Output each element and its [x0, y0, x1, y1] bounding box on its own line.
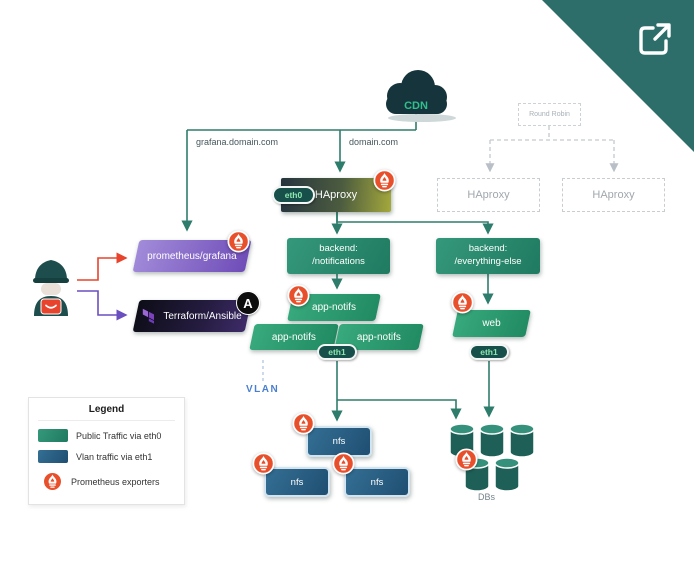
backend-everything-line2: /everything-else: [454, 256, 522, 267]
legend-label-public: Public Traffic via eth0: [76, 430, 162, 441]
terraform-icon: [143, 308, 155, 324]
nfs-node-2: nfs: [264, 467, 330, 497]
external-link-button[interactable]: [634, 20, 674, 65]
prometheus-exporter-icon: [227, 230, 250, 253]
dbs-label: DBs: [478, 492, 496, 502]
prometheus-exporter-icon: [252, 452, 275, 475]
terraform-ansible-label: Terraform/Ansible: [163, 310, 242, 322]
haproxy-standby-2: HAproxy: [562, 178, 665, 212]
legend-label-vlan: Vlan traffic via eth1: [76, 451, 153, 462]
legend: Legend Public Traffic via eth0 Vlan traf…: [28, 397, 185, 505]
prometheus-exporter-icon: [287, 284, 310, 307]
label-domain: domain.com: [349, 137, 399, 147]
edge-user-to-terraform: [77, 290, 128, 321]
web-label: web: [482, 318, 501, 329]
prometheus-exporter-icon: [451, 291, 474, 314]
edge-user-to-grafana: [77, 252, 128, 281]
haproxy-standby-1: HAproxy: [437, 178, 540, 212]
external-link-icon: [639, 23, 671, 55]
haproxy-main-label: HAproxy: [314, 189, 358, 201]
prometheus-exporter-icon: [455, 448, 478, 471]
edge-app-to-dbs: [337, 399, 462, 420]
vlan-traffic-swatch: [38, 450, 68, 463]
prometheus-exporter-icon: [373, 169, 396, 192]
terraform-ansible-node: Terraform/Ansible: [132, 300, 252, 332]
label-grafana-domain: grafana.domain.com: [196, 137, 279, 147]
backend-everything-else-node: backend: /everything-else: [436, 238, 540, 274]
app-notifs-label-2: app-notifs: [272, 331, 316, 343]
legend-item-prometheus: Prometheus exporters: [38, 471, 175, 492]
backend-everything-line1: backend:: [468, 243, 508, 255]
cdn-label: CDN: [404, 100, 428, 112]
public-traffic-swatch: [38, 429, 68, 442]
backend-notifications-line1: backend:: [319, 243, 358, 255]
backend-notifications-node: backend: /notifications: [287, 238, 390, 274]
ansible-glyph: A: [243, 295, 253, 311]
hacker-user-icon: [33, 260, 69, 316]
eth0-badge: eth0: [272, 186, 315, 204]
legend-label-prometheus: Prometheus exporters: [71, 476, 160, 487]
eth1-badge-web: eth1: [469, 344, 509, 360]
legend-item-vlan-traffic: Vlan traffic via eth1: [38, 450, 175, 463]
web-node: web: [452, 310, 531, 337]
app-notifs-label-3: app-notifs: [357, 331, 401, 343]
legend-title: Legend: [38, 404, 175, 421]
ansible-icon: A: [236, 291, 260, 315]
legend-item-public-traffic: Public Traffic via eth0: [38, 429, 175, 442]
eth1-badge-app: eth1: [317, 344, 357, 360]
prometheus-exporter-icon: [292, 412, 315, 435]
cdn-cloud-icon: CDN: [386, 70, 456, 122]
backend-notifications-line2: /notifications: [312, 256, 365, 267]
prometheus-exporter-icon: [42, 471, 63, 492]
nfs-node-3: nfs: [344, 467, 410, 497]
prometheus-exporter-icon: [332, 452, 355, 475]
vlan-zone-label: VLAN: [246, 384, 280, 395]
edge-haproxy-to-everything-else: [336, 212, 494, 235]
